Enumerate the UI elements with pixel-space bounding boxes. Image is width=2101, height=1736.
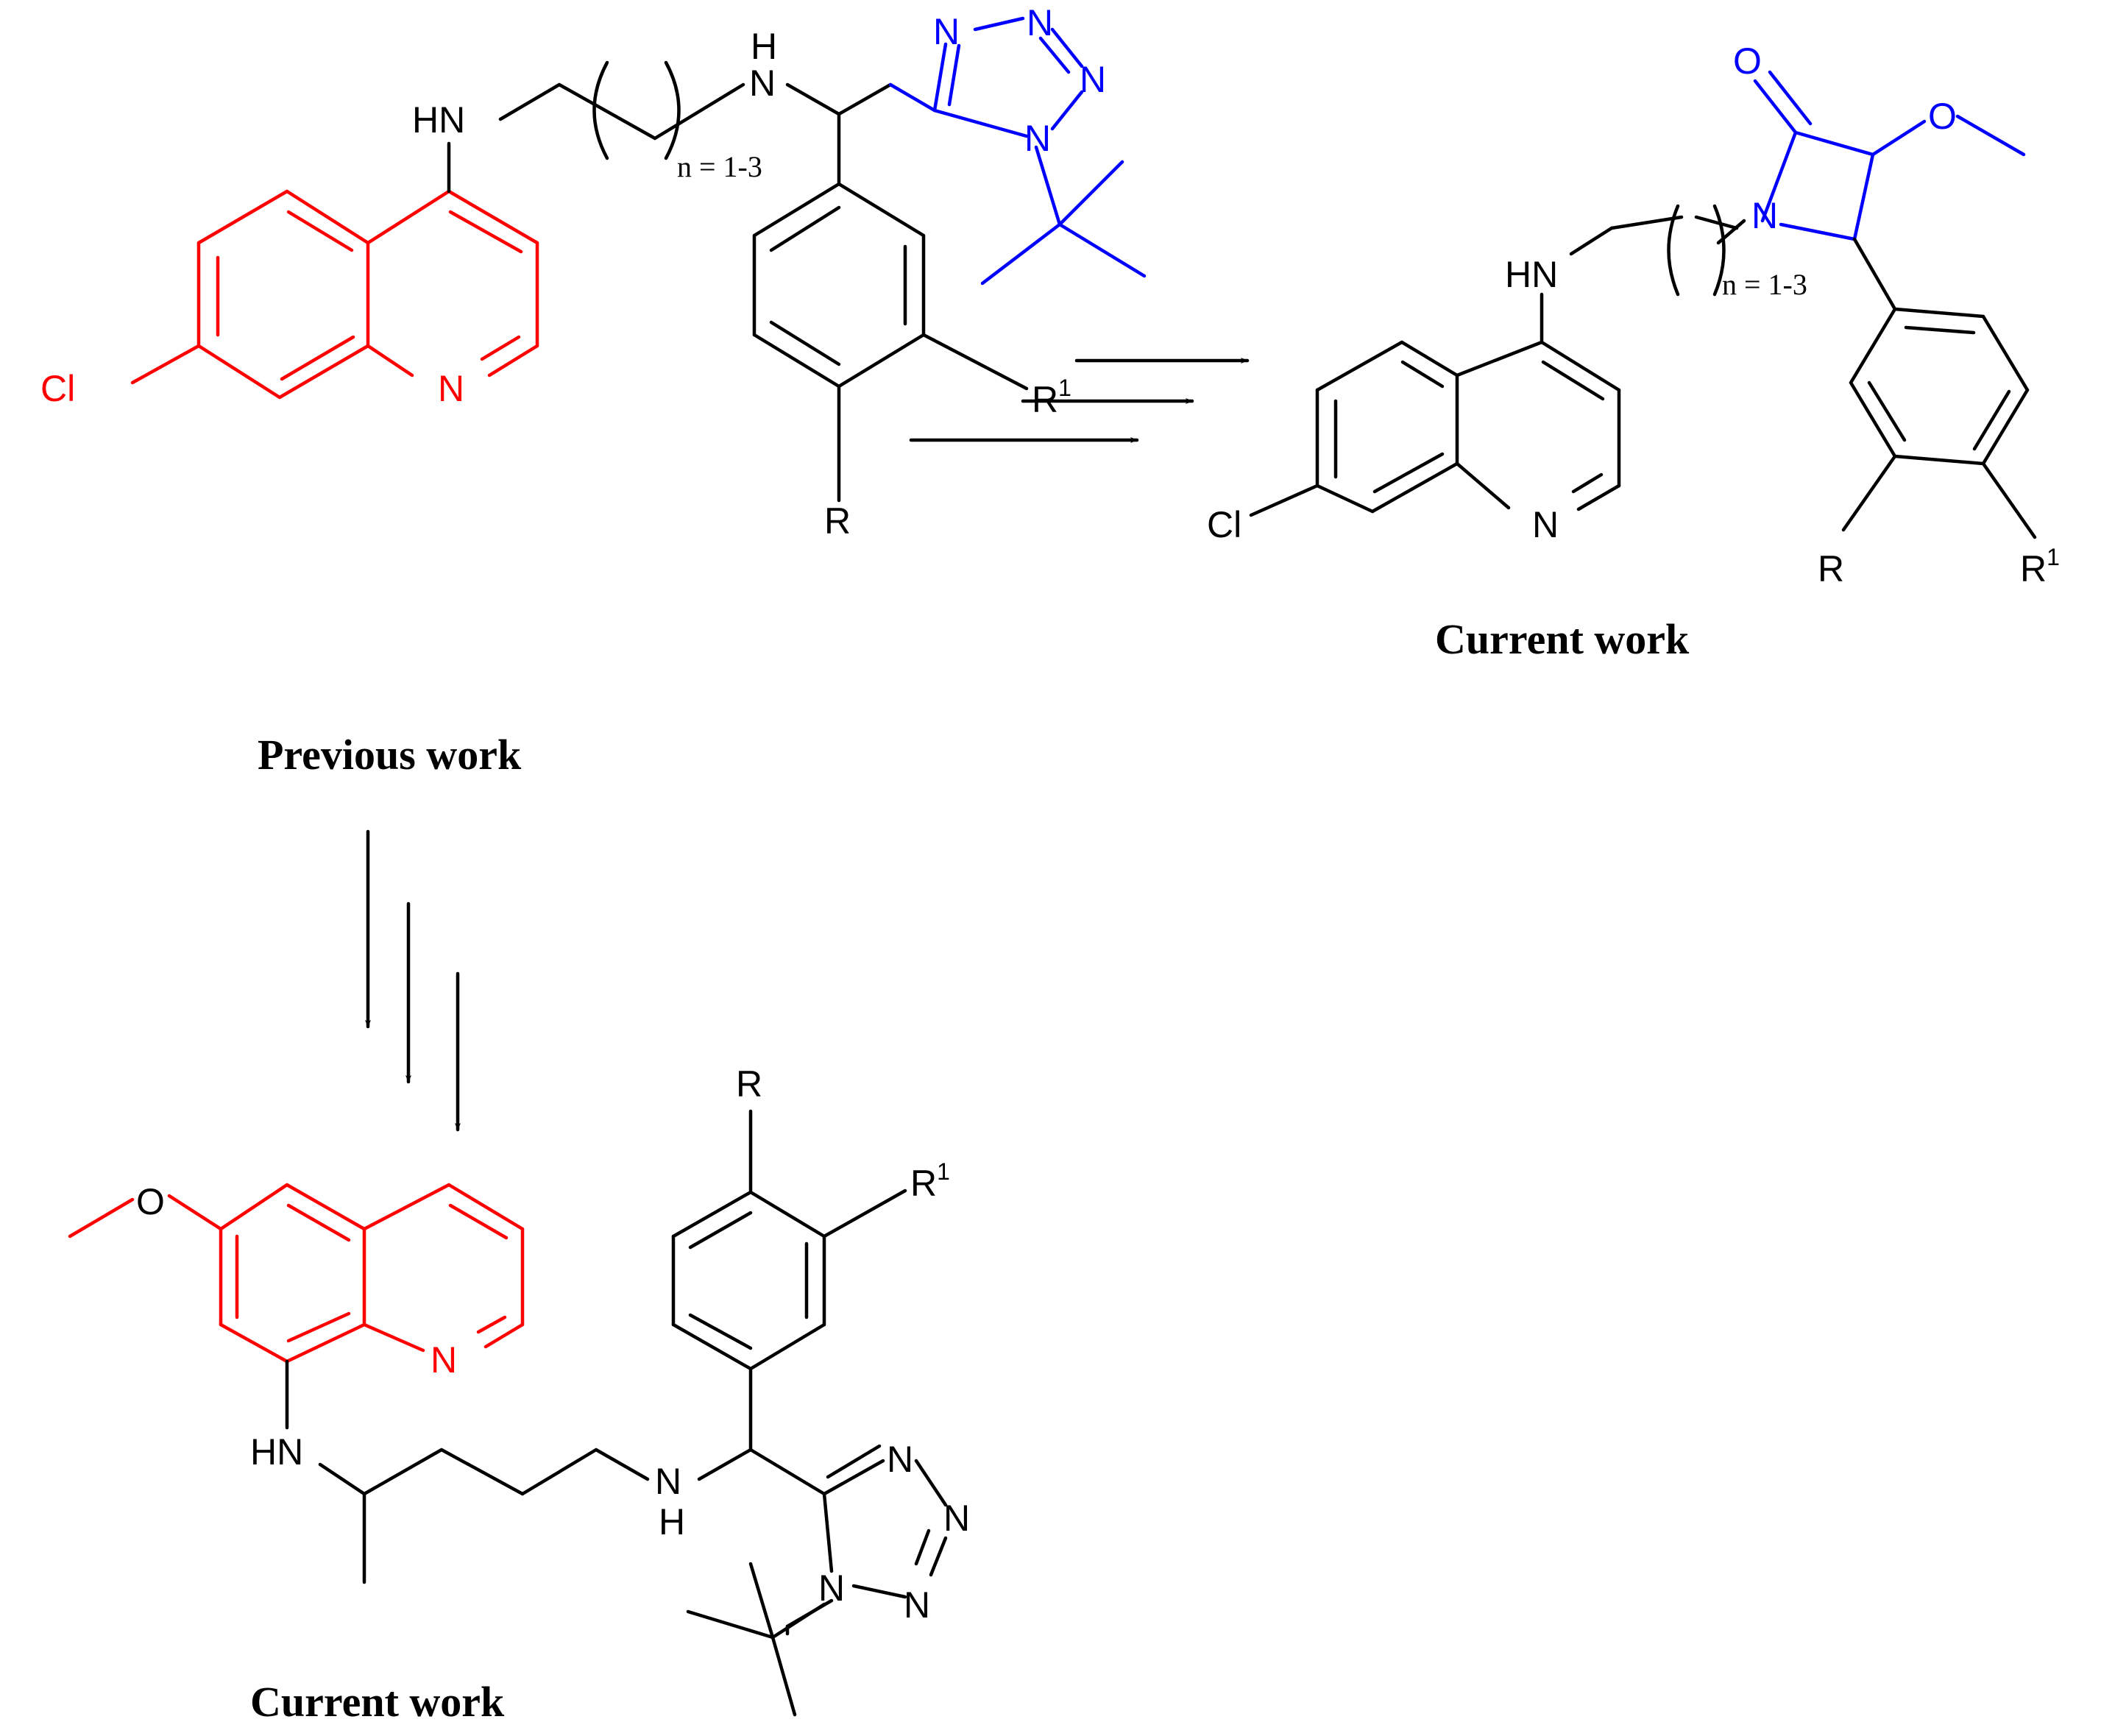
- top-repeat-n-label: n = 1-3: [1722, 268, 1807, 301]
- prev-nh-n-label: N: [749, 63, 776, 104]
- top-linker-chain: [1540, 204, 1746, 344]
- previous-work-structure: HN N H Cl N N N N N R R1 n = 1-3: [40, 2, 1147, 542]
- bottom-r1-label: R1: [910, 1158, 950, 1204]
- bottom-nh-h-label: H: [659, 1501, 685, 1542]
- prev-tetrazole-ring: [932, 16, 1147, 286]
- top-cl-label: Cl: [1207, 504, 1241, 545]
- prev-tz-n2-label: N: [1027, 2, 1053, 43]
- prev-repeat-n-label: n = 1-3: [677, 150, 762, 183]
- current-work-top-structure: HN Cl N N O O R R1 n = 1-3: [1207, 40, 2060, 589]
- prev-r-label: R: [824, 500, 851, 542]
- current-work-bottom-structure: O N HN N H N N N N R R1: [68, 1063, 970, 1717]
- bottom-r-label: R: [736, 1063, 762, 1105]
- top-r1-label: R1: [2020, 544, 2060, 589]
- top-r-label: R: [1818, 548, 1844, 589]
- bottom-tz-n1-label: N: [887, 1439, 913, 1480]
- bottom-tz-n4-label: N: [818, 1567, 845, 1609]
- prev-hn-label: HN: [412, 99, 465, 141]
- prev-tz-n1-label: N: [933, 11, 960, 52]
- prev-repeat-brackets: [592, 60, 681, 160]
- horizontal-arrows: [909, 358, 1250, 443]
- prev-aryl-ring: [752, 182, 1029, 503]
- top-quinoline-ring: [1249, 340, 1621, 517]
- bottom-tz-n2-label: N: [943, 1498, 970, 1539]
- prev-r1-label: R1: [1032, 375, 1071, 420]
- prev-cl-label: Cl: [40, 368, 75, 409]
- bottom-hn-label: HN: [250, 1431, 303, 1473]
- top-hn-label: HN: [1505, 254, 1558, 295]
- bottom-methoxy-o-label: O: [136, 1181, 165, 1222]
- vertical-arrows: [365, 829, 461, 1132]
- prev-tz-n3-label: N: [1080, 59, 1106, 100]
- top-lactam-n-label: N: [1751, 195, 1778, 236]
- top-carbonyl-o-label: O: [1733, 40, 1762, 82]
- prev-ring-n-label: N: [438, 368, 464, 409]
- previous-work-caption: Previous work: [258, 731, 522, 779]
- prev-nh-h-label: H: [751, 26, 777, 67]
- bottom-quinoline-ring: [68, 1183, 525, 1364]
- bottom-tetrazole-ring: [686, 1444, 948, 1717]
- top-ring-n-label: N: [1532, 504, 1559, 545]
- current-work-bottom-caption: Current work: [250, 1678, 505, 1726]
- top-aryl-ring: [1841, 237, 2037, 539]
- bottom-ring-n-label: N: [431, 1339, 457, 1381]
- bottom-linker-chain: [285, 1359, 826, 1584]
- top-methoxy-o-label: O: [1928, 96, 1957, 137]
- current-work-top-caption: Current work: [1435, 615, 1690, 663]
- prev-quinoline-ring: [130, 189, 539, 400]
- prev-linker-chain: [447, 82, 937, 194]
- prev-tz-n4-label: N: [1024, 118, 1051, 159]
- bottom-nh-n-label: N: [655, 1461, 681, 1502]
- top-beta-lactam-ring: [1753, 70, 2026, 241]
- bottom-aryl-ring: [671, 1109, 907, 1371]
- bottom-tz-n3-label: N: [904, 1584, 930, 1626]
